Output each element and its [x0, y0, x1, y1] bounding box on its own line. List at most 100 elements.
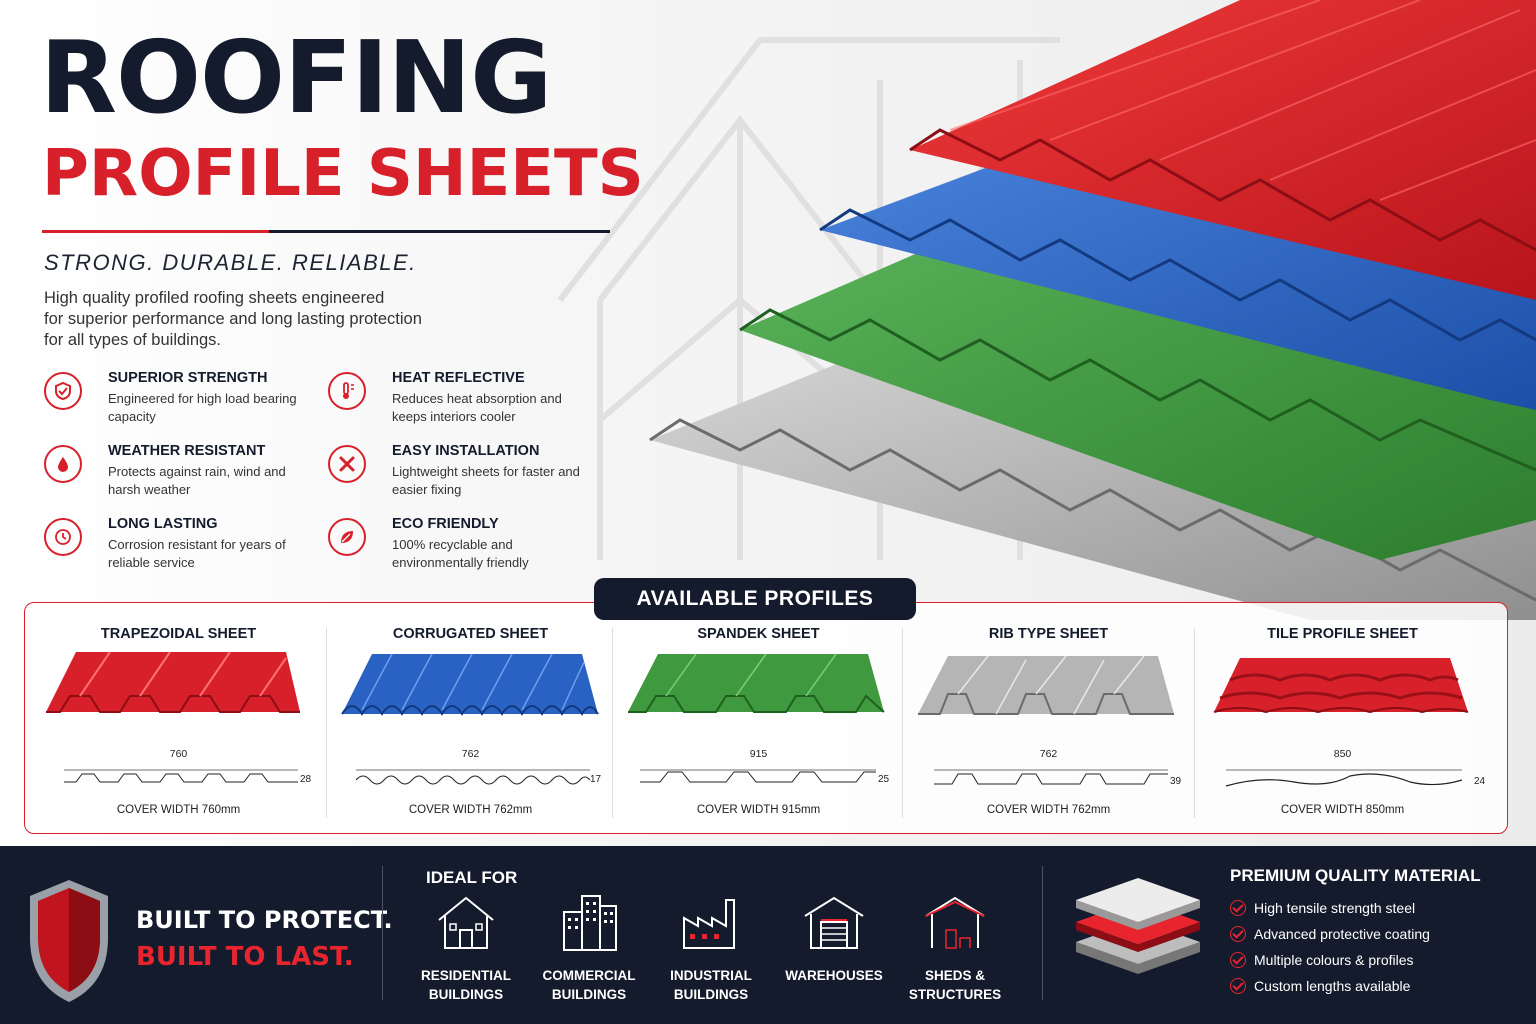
profile-height: 39	[1170, 776, 1182, 787]
house-icon	[438, 896, 494, 949]
profile-divider	[902, 628, 903, 818]
profile-cover-width: COVER WIDTH 915mm	[696, 804, 821, 816]
profile-name: TRAPEZOIDAL SHEET	[100, 626, 257, 642]
profile-divider	[612, 628, 613, 818]
profile-spandek[interactable]: SPANDEK SHEET 915 25 COVER WIDTH 915mm	[616, 610, 901, 830]
profile-rib-type[interactable]: RIB TYPE SHEET 762 39 COVER WIDTH 762mm	[906, 610, 1191, 830]
ideal-label: WAREHOUSES	[785, 968, 883, 983]
profile-height: 17	[590, 774, 602, 785]
factory-icon	[683, 899, 735, 949]
feature-desc: Engineered for high load bearing capacit…	[108, 391, 297, 424]
shield-icon	[30, 880, 108, 1002]
check-circle-icon	[1230, 978, 1246, 994]
feature-desc: Reduces heat absorption and keeps interi…	[392, 391, 562, 424]
page-subtitle: PROFILE SHEETS	[42, 137, 644, 211]
feature-long-lasting: LONG LASTING Corrosion resistant for yea…	[44, 516, 304, 582]
shield-icon	[44, 372, 82, 410]
ideal-sheds: SHEDS & STRUCTURES	[900, 892, 1010, 1004]
built-to-protect-text: BUILT TO PROTECT.	[136, 906, 393, 934]
page-title: ROOFING	[40, 19, 552, 136]
shed-icon	[925, 896, 985, 949]
profile-name: RIB TYPE SHEET	[988, 626, 1109, 642]
feature-eco-friendly: ECO FRIENDLY 100% recyclable and environ…	[328, 516, 588, 582]
profile-cover-width: COVER WIDTH 762mm	[408, 804, 533, 816]
description-line: for all types of buildings.	[44, 331, 222, 349]
corrugated-sheet-image	[341, 653, 599, 785]
ideal-warehouses: WAREHOUSES	[779, 892, 889, 985]
premium-label: Advanced protective coating	[1254, 926, 1430, 942]
profile-height: 28	[300, 774, 312, 785]
feature-desc: Lightweight sheets for faster and easier…	[392, 464, 580, 497]
profile-height: 25	[878, 774, 890, 785]
premium-label: Multiple colours & profiles	[1254, 952, 1414, 968]
tools-icon	[328, 445, 366, 483]
premium-label: High tensile strength steel	[1254, 900, 1416, 916]
feature-easy-installation: EASY INSTALLATION Lightweight sheets for…	[328, 443, 588, 509]
profile-divider	[326, 628, 327, 818]
check-circle-icon	[1230, 952, 1246, 968]
profiles-panel	[24, 602, 1508, 834]
ideal-label: INDUSTRIAL BUILDINGS	[670, 968, 752, 1002]
ideal-residential: RESIDENTIAL BUILDINGS	[411, 892, 521, 1004]
footer-divider	[1042, 866, 1043, 1000]
feature-desc: Protects against rain, wind and harsh we…	[108, 464, 286, 497]
tagline: STRONG. DURABLE. RELIABLE.	[44, 250, 417, 275]
leaf-icon	[328, 518, 366, 556]
profile-corrugated[interactable]: CORRUGATED SHEET 762 17 COVER WIDTH 762m…	[328, 610, 613, 830]
feature-title: LONG LASTING	[108, 516, 218, 532]
premium-item: Multiple colours & profiles	[1230, 952, 1414, 968]
spandek-sheet-image	[628, 653, 885, 783]
thermometer-icon	[328, 372, 366, 410]
hero-sheet-stack	[649, 0, 1536, 620]
title-divider	[42, 230, 610, 233]
feature-title: WEATHER RESISTANT	[108, 443, 266, 459]
office-building-icon	[563, 895, 617, 951]
ideal-label: RESIDENTIAL BUILDINGS	[420, 968, 511, 1002]
ideal-label: SHEDS & STRUCTURES	[908, 968, 1002, 1002]
droplet-icon	[44, 445, 82, 483]
premium-label: Custom lengths available	[1254, 978, 1411, 994]
feature-title: EASY INSTALLATION	[392, 443, 540, 459]
description-line: for superior performance and long lastin…	[44, 310, 422, 328]
feature-superior-strength: SUPERIOR STRENGTH Engineered for high lo…	[44, 370, 304, 436]
profile-name: TILE PROFILE SHEET	[1267, 626, 1418, 642]
footer-bar	[0, 846, 1536, 1024]
profile-width: 762	[461, 748, 480, 760]
profile-cover-width: COVER WIDTH 850mm	[1280, 804, 1405, 816]
profile-width: 762	[1039, 748, 1058, 760]
profile-cover-width: COVER WIDTH 760mm	[116, 804, 241, 816]
profile-tile[interactable]: TILE PROFILE SHEET 850 24 COVER WIDTH 85…	[1200, 610, 1485, 830]
trapezoidal-sheet-image	[46, 651, 300, 783]
check-circle-icon	[1230, 926, 1246, 942]
footer-divider	[382, 866, 383, 1000]
sheet-red	[909, 0, 1536, 300]
description-line: High quality profiled roofing sheets eng…	[44, 289, 385, 307]
feature-desc: 100% recyclable and environmentally frie…	[392, 537, 529, 570]
premium-item: High tensile strength steel	[1230, 900, 1415, 916]
profiles-heading: AVAILABLE PROFILES	[594, 578, 916, 620]
built-to-last-text: BUILT TO LAST.	[136, 942, 354, 972]
feature-title: ECO FRIENDLY	[392, 516, 499, 532]
premium-item: Custom lengths available	[1230, 978, 1410, 994]
profile-name: CORRUGATED SHEET	[392, 626, 549, 642]
ideal-for-heading: IDEAL FOR	[426, 868, 518, 887]
feature-weather-resistant: WEATHER RESISTANT Protects against rain,…	[44, 443, 304, 509]
profile-width: 850	[1333, 748, 1352, 760]
feature-desc: Corrosion resistant for years of reliabl…	[108, 537, 286, 570]
warehouse-icon	[804, 896, 864, 949]
profile-divider	[1194, 628, 1195, 818]
premium-heading: PREMIUM QUALITY MATERIAL	[1230, 866, 1481, 885]
profile-width: 760	[169, 748, 188, 760]
feature-title: HEAT REFLECTIVE	[392, 370, 525, 386]
tile-profile-sheet-image	[1213, 658, 1469, 787]
ideal-industrial: INDUSTRIAL BUILDINGS	[656, 892, 766, 1004]
rib-type-sheet-image	[918, 655, 1174, 785]
profile-trapezoidal[interactable]: TRAPEZOIDAL SHEET 760 28 COVER WIDTH 760…	[36, 610, 321, 830]
clock-icon	[44, 518, 82, 556]
profile-cover-width: COVER WIDTH 762mm	[986, 804, 1111, 816]
description: High quality profiled roofing sheets eng…	[44, 288, 514, 351]
ideal-commercial: COMMERCIAL BUILDINGS	[534, 892, 644, 1004]
profile-name: SPANDEK SHEET	[697, 626, 820, 642]
ideal-label: COMMERCIAL BUILDINGS	[542, 968, 636, 1002]
check-circle-icon	[1230, 900, 1246, 916]
